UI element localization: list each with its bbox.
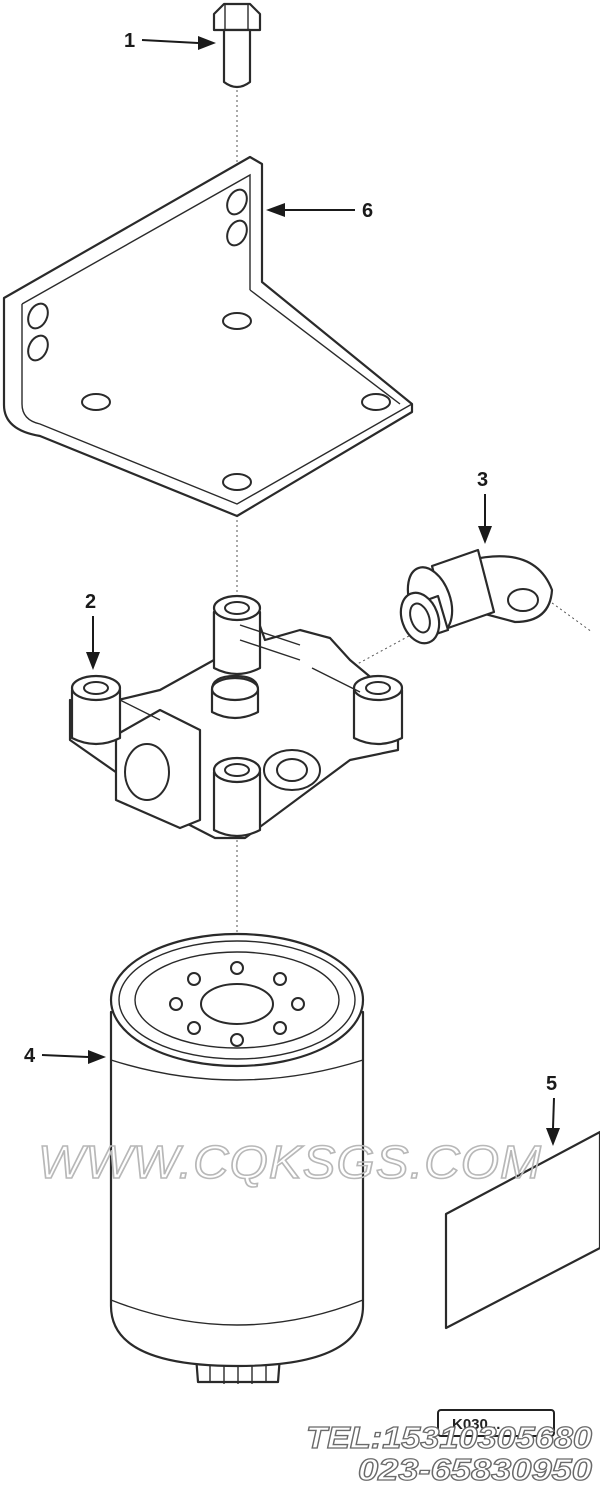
- bolt-part: [212, 2, 262, 89]
- elbow-axis: [349, 629, 421, 669]
- callout-5: 5: [546, 1073, 557, 1095]
- leader-3: [478, 494, 492, 544]
- leader-6: [266, 203, 355, 217]
- filter-head-part: [68, 594, 404, 840]
- leader-4: [41, 1050, 106, 1064]
- contact-tel: TEL:15310305680: [306, 1420, 592, 1455]
- contact-phone: 023-65830950: [358, 1452, 592, 1487]
- callout-4: 4: [24, 1045, 36, 1067]
- decal-label-part: [444, 1130, 600, 1330]
- callout-2: 2: [85, 591, 96, 613]
- elbow-fitting-part: [399, 548, 554, 645]
- leader-2: [86, 616, 100, 670]
- mounting-bracket-part: [2, 155, 414, 518]
- stamp-box: K030...: [437, 1409, 555, 1437]
- callout-1: 1: [124, 30, 135, 52]
- elbow-axis-outlet: [547, 599, 593, 633]
- callout-3: 3: [477, 469, 488, 491]
- callout-6: 6: [362, 200, 373, 222]
- leader-1: [141, 36, 216, 50]
- stamp-text: K030...: [452, 1416, 500, 1433]
- leader-5: [546, 1097, 560, 1146]
- watermark-text: WWW.CQKSGS.COM: [38, 1136, 542, 1188]
- spin-on-filter-part: [109, 932, 365, 1384]
